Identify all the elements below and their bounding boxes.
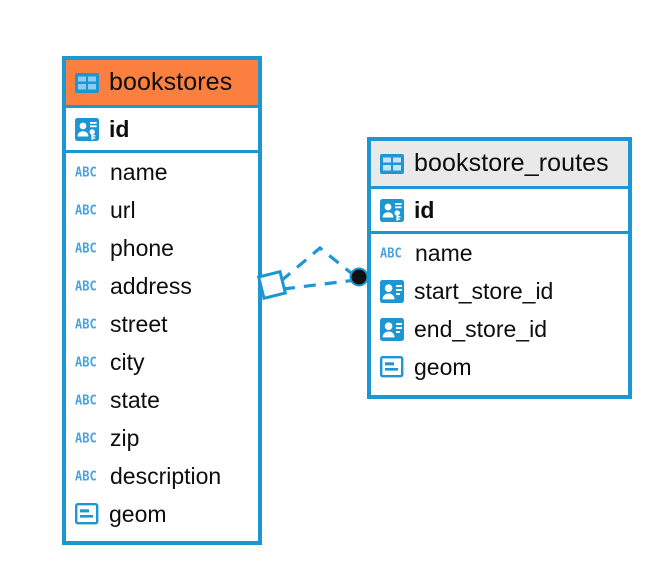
field-row[interactable]: id [66,108,258,153]
entity-header-bookstore_routes[interactable]: bookstore_routes [371,141,628,189]
relationship-line-lower [282,278,357,291]
geometry-icon [75,503,100,525]
table-icon [75,72,99,93]
field-row[interactable]: ABC phone [66,229,258,267]
abc-text-icon: ABC [75,316,97,332]
field-label: name [415,239,473,266]
foreign-key-icon [380,317,405,342]
field-label: phone [110,234,174,261]
field-row[interactable]: ABC address [66,267,258,305]
entity-bookstores[interactable]: bookstores id ABC name [62,56,262,545]
field-label: description [110,462,222,489]
field-label: url [110,196,136,223]
field-row[interactable]: ABC name [371,234,628,272]
field-row[interactable]: ABC description [66,457,258,495]
abc-text-icon: ABC [75,468,97,484]
field-label: zip [110,424,140,451]
field-row[interactable]: geom [371,348,628,386]
entity-bookstore_routes[interactable]: bookstore_routes id ABC name [367,137,632,399]
field-row[interactable]: ABC zip [66,419,258,457]
field-row[interactable]: ABC state [66,381,258,419]
abc-text-icon: ABC [75,164,97,180]
abc-text-icon: ABC [75,392,97,408]
field-label: geom [109,500,167,527]
abc-text-icon: ABC [380,245,402,261]
geometry-icon [380,356,405,378]
entity-title: bookstore_routes [414,149,609,177]
abc-text-icon: ABC [75,354,97,370]
field-label: name [110,158,168,185]
field-row[interactable]: start_store_id [371,272,628,310]
field-row[interactable]: id [371,189,628,234]
abc-text-icon: ABC [75,430,97,446]
field-label: city [110,348,145,375]
field-label: state [110,386,160,413]
abc-text-icon: ABC [75,278,97,294]
field-label: end_store_id [414,315,547,342]
field-row[interactable]: ABC street [66,305,258,343]
field-label: address [110,272,192,299]
abc-text-icon: ABC [75,202,97,218]
field-label: start_store_id [414,277,554,304]
entity-title: bookstores [109,68,233,96]
field-row[interactable]: geom [66,495,258,533]
field-row[interactable]: ABC city [66,343,258,381]
field-label: street [110,310,168,337]
filled-circle-marker [349,267,369,287]
field-row[interactable]: ABC name [66,153,258,191]
field-row[interactable]: end_store_id [371,310,628,348]
foreign-key-icon [380,279,405,304]
table-icon [380,153,404,174]
field-row[interactable]: ABC url [66,191,258,229]
entity-header-bookstores[interactable]: bookstores [66,60,258,108]
abc-text-icon: ABC [75,240,97,256]
primary-key-icon [380,198,405,223]
field-label: id [109,115,130,142]
field-label: id [414,196,435,223]
relationship-line-upper [279,245,358,283]
field-label: geom [414,353,472,380]
diamond-marker [256,269,288,301]
primary-key-icon [75,117,100,142]
